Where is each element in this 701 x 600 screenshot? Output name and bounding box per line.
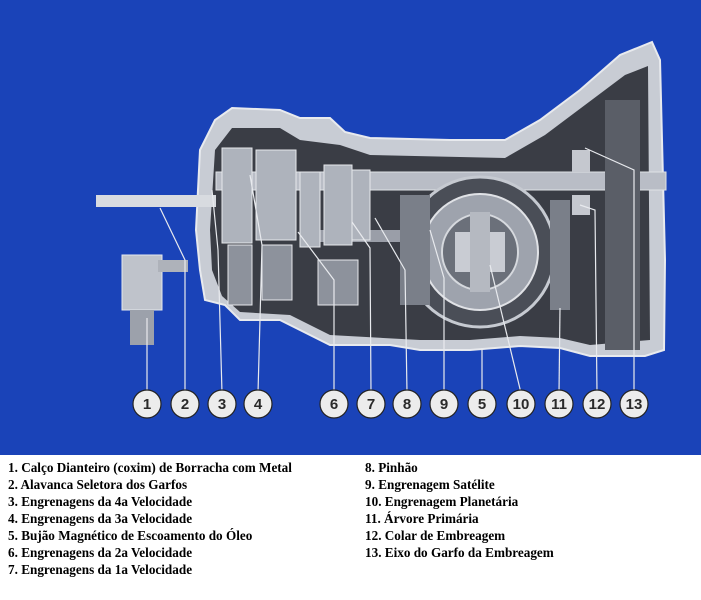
differential: [400, 175, 570, 329]
svg-text:12: 12: [589, 396, 606, 413]
front-rubber-mount: [121, 254, 188, 345]
svg-text:9: 9: [440, 396, 448, 413]
svg-text:4: 4: [254, 396, 263, 413]
callout-4: 4: [243, 389, 273, 419]
svg-text:1: 1: [143, 396, 151, 413]
callout-6: 6: [319, 389, 349, 419]
callout-1: 1: [132, 389, 162, 419]
svg-text:11: 11: [551, 396, 567, 413]
legend-item-3: 3. Engrenagens da 4a Velocidade: [8, 494, 193, 509]
transmission-diagram: 1 2 3 4 6 7 8 9 5 10 11 12 13: [0, 0, 701, 455]
svg-text:2: 2: [181, 396, 189, 413]
legend-item-6: 6. Engrenagens da 2a Velocidade: [8, 545, 193, 560]
parts-legend: 1. Calço Dianteiro (coxim) de Borracha c…: [0, 455, 701, 600]
callout-2: 2: [170, 389, 200, 419]
legend-item-1: 1. Calço Dianteiro (coxim) de Borracha c…: [8, 460, 292, 475]
callout-11: 11: [544, 389, 574, 419]
legend-item-5: 5. Bujão Magnético de Escoamento do Óleo: [8, 528, 253, 543]
svg-text:8: 8: [403, 396, 411, 413]
legend-column-left: 1. Calço Dianteiro (coxim) de Borracha c…: [8, 459, 292, 578]
legend-item-4: 4. Engrenagens da 3a Velocidade: [8, 511, 193, 526]
callout-8: 8: [392, 389, 422, 419]
svg-text:6: 6: [330, 396, 338, 413]
legend-item-12: 12. Colar de Embreagem: [365, 528, 506, 543]
callouts: 1 2 3 4 6 7 8 9 5 10 11 12 13: [132, 389, 649, 419]
legend-item-9: 9. Engrenagem Satélite: [365, 477, 495, 492]
svg-text:10: 10: [513, 396, 530, 413]
legend-item-2: 2. Alavanca Seletora dos Garfos: [8, 477, 188, 492]
gear-stacks: [221, 147, 371, 306]
callout-10: 10: [506, 389, 536, 419]
callout-9: 9: [429, 389, 459, 419]
svg-text:13: 13: [626, 396, 643, 413]
callout-5: 5: [467, 389, 497, 419]
svg-text:7: 7: [367, 396, 375, 413]
legend-item-8: 8. Pinhão: [365, 460, 418, 475]
svg-text:3: 3: [218, 396, 226, 413]
legend-item-13: 13. Eixo do Garfo da Embreagem: [365, 545, 554, 560]
legend-item-7: 7. Engrenagens da 1a Velocidade: [8, 562, 193, 577]
leader-lines: [146, 147, 635, 394]
svg-text:5: 5: [478, 396, 486, 413]
legend-item-10: 10. Engrenagem Planetária: [365, 494, 519, 509]
callout-3: 3: [207, 389, 237, 419]
callout-13: 13: [619, 389, 649, 419]
callout-12: 12: [582, 389, 612, 419]
legend-item-11: 11. Árvore Primária: [365, 511, 479, 526]
callout-7: 7: [356, 389, 386, 419]
legend-column-right: 8. Pinhão 9. Engrenagem Satélite 10. Eng…: [365, 459, 554, 561]
